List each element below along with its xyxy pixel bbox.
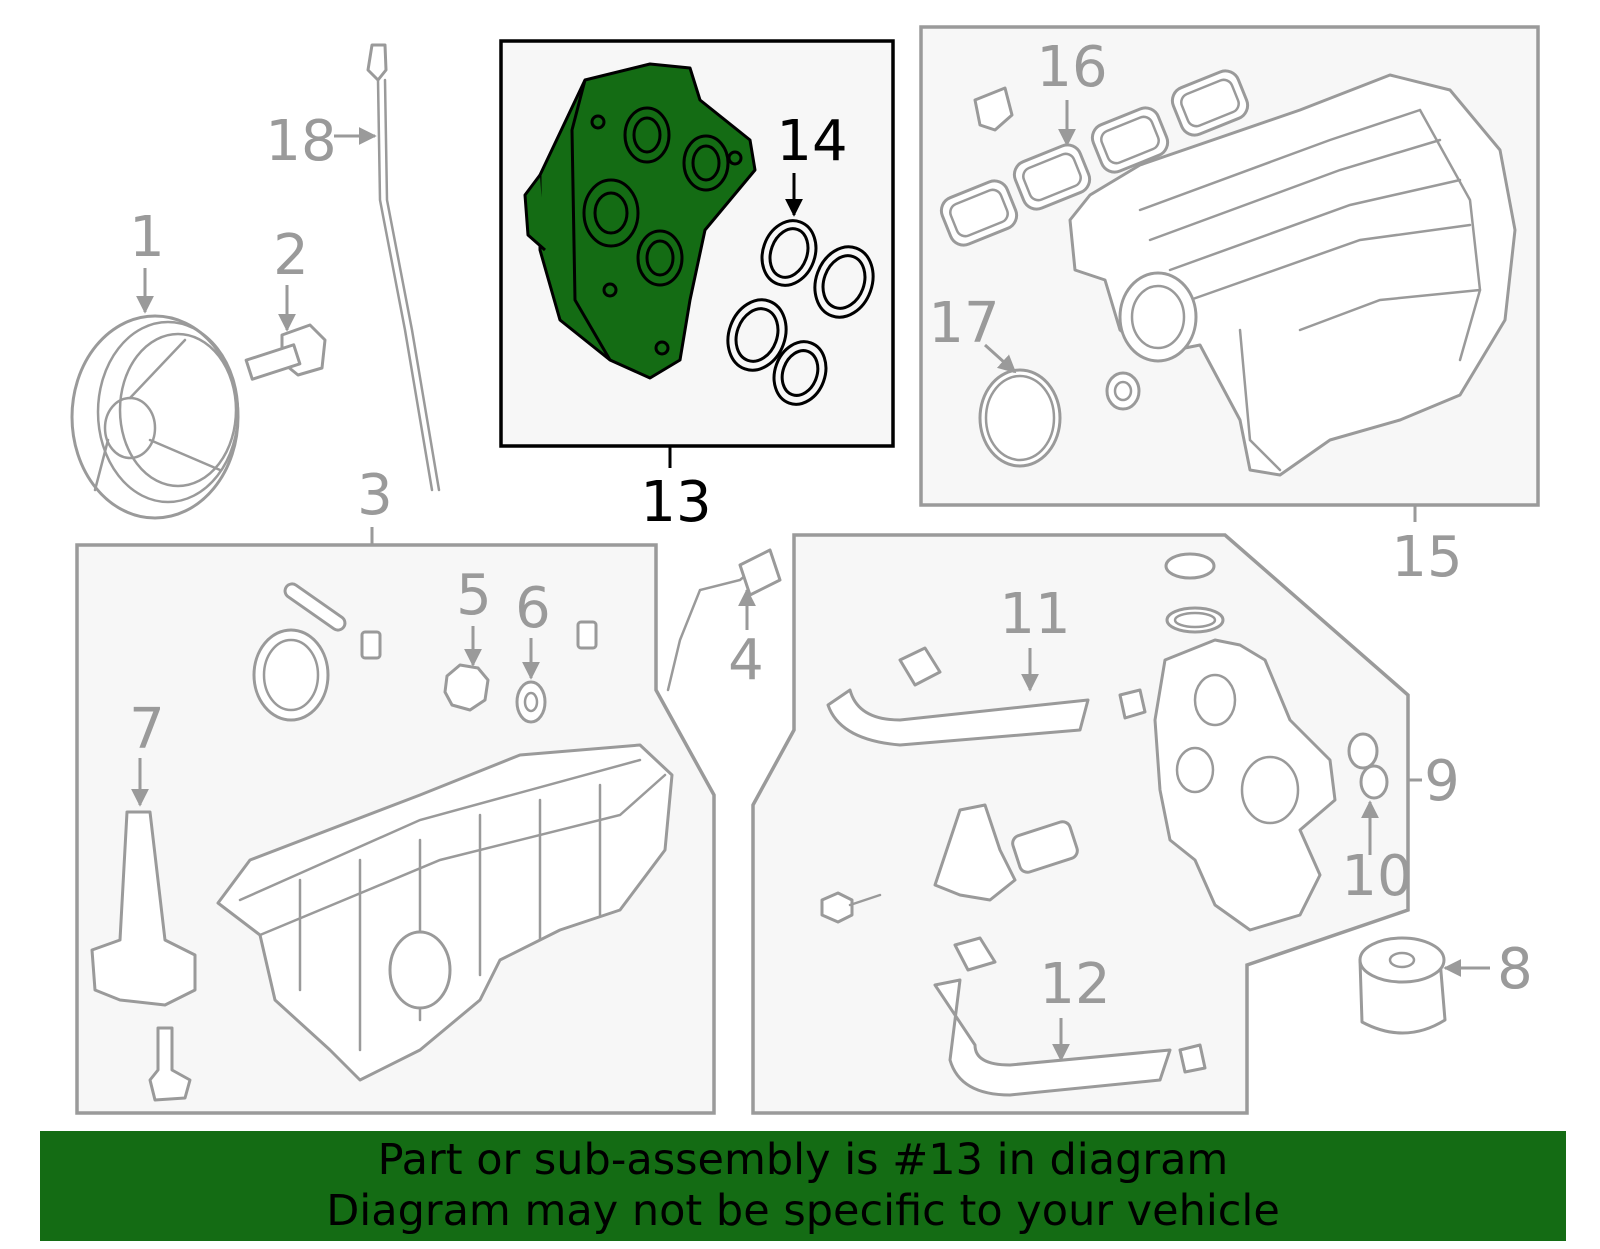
callout-13: 13 bbox=[640, 470, 711, 535]
banner-line-part: Part or sub-assembly is #13 in diagram bbox=[377, 1135, 1229, 1185]
callout-2: 2 bbox=[273, 223, 309, 288]
callout-10: 10 bbox=[1341, 844, 1412, 909]
callout-18: 18 bbox=[265, 109, 336, 174]
oil-pan-small-parts bbox=[252, 582, 598, 724]
callout-1: 1 bbox=[129, 205, 165, 270]
throttle-gasket bbox=[978, 368, 1141, 468]
oil-pan bbox=[216, 743, 674, 1082]
info-banner: Part or sub-assembly is #13 in diagram D… bbox=[40, 1131, 1566, 1241]
oil-pump-small-parts bbox=[820, 732, 1389, 924]
oil-tube bbox=[666, 548, 782, 692]
callout-14: 14 bbox=[776, 109, 847, 174]
callout-17: 17 bbox=[928, 291, 999, 356]
callout-11: 11 bbox=[999, 582, 1070, 647]
oil-filter bbox=[1358, 936, 1447, 1035]
callout-9: 9 bbox=[1424, 749, 1460, 814]
oil-cooler-housing-highlighted bbox=[523, 62, 757, 380]
oil-cooler-hose-upper bbox=[826, 646, 1147, 747]
dipstick bbox=[366, 43, 441, 492]
callout-12: 12 bbox=[1039, 952, 1110, 1017]
callout-4: 4 bbox=[728, 628, 764, 693]
callout-16: 16 bbox=[1036, 35, 1107, 100]
oil-level-sensor bbox=[90, 810, 197, 1102]
oil-cooler-seals bbox=[726, 219, 875, 406]
oil-cooler-hose-lower bbox=[933, 936, 1207, 1097]
callout-15: 15 bbox=[1391, 525, 1462, 590]
intake-gaskets bbox=[939, 69, 1250, 247]
callout-6: 6 bbox=[515, 576, 551, 641]
oil-filter-housing bbox=[1153, 552, 1337, 932]
callout-8: 8 bbox=[1497, 937, 1533, 1002]
pulley-bolt bbox=[244, 323, 327, 381]
callout-3: 3 bbox=[357, 463, 393, 528]
intake-manifold bbox=[1068, 73, 1517, 477]
callout-7: 7 bbox=[129, 697, 165, 762]
crankshaft-pulley bbox=[70, 314, 240, 520]
banner-line-disclaimer: Diagram may not be specific to your vehi… bbox=[326, 1186, 1280, 1236]
oil-pump-group-box bbox=[751, 533, 1410, 1115]
callout-5: 5 bbox=[456, 563, 492, 628]
